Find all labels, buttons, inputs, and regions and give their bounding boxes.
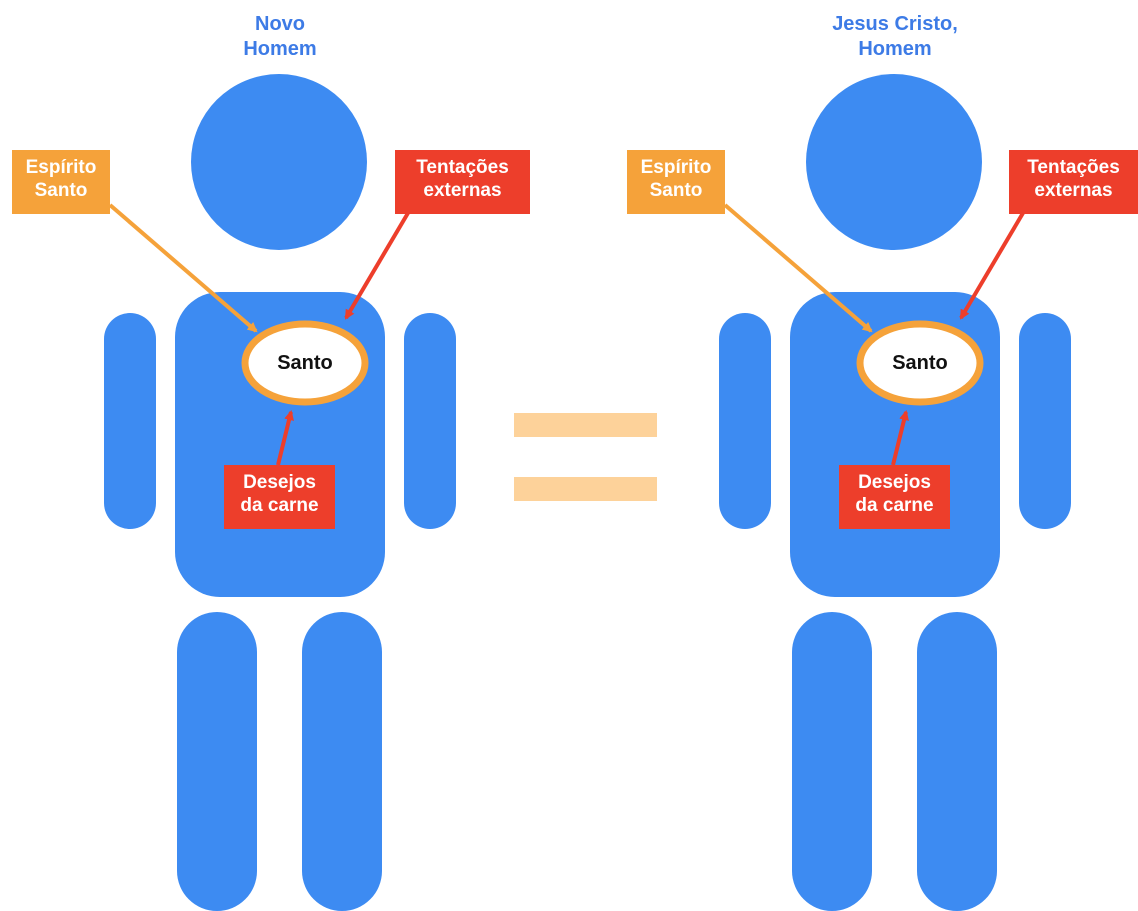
left-leg-right [792, 612, 872, 911]
flesh-arrow-left [276, 410, 294, 466]
core-label-right: Santo [892, 352, 948, 374]
head-left [191, 74, 367, 250]
figure-right [719, 74, 1071, 911]
figure-title-right: Jesus Cristo, Homem [832, 13, 958, 60]
left-arm-left [104, 313, 156, 529]
left-leg-left [177, 612, 257, 911]
flesh-label-right: Desejos da carne [839, 465, 950, 529]
head-right [806, 74, 982, 250]
right-arm-right [1019, 313, 1071, 529]
holy-core-left [241, 320, 369, 406]
right-leg-left [302, 612, 382, 911]
core-label-left: Santo [277, 352, 333, 374]
equals-bar-top [514, 413, 657, 437]
temptation-arrow-right [959, 211, 1025, 320]
spirit-label-left: Espírito Santo [12, 150, 110, 214]
temptation-arrow-left [344, 211, 410, 320]
equals-bar-bottom [514, 477, 657, 501]
flesh-arrow-right [891, 410, 909, 466]
spirit-arrow-right [723, 203, 873, 333]
temptation-label-left: Tentações externas [395, 150, 530, 214]
right-leg-right [917, 612, 997, 911]
right-arm-left [404, 313, 456, 529]
flesh-label-left: Desejos da carne [224, 465, 335, 529]
left-arm-right [719, 313, 771, 529]
spirit-label-right: Espírito Santo [627, 150, 725, 214]
figure-title-left: Novo Homem [243, 13, 317, 60]
holy-core-right [856, 320, 984, 406]
temptation-label-right: Tentações externas [1009, 150, 1138, 214]
equals-sign-icon [514, 413, 657, 501]
spirit-arrow-left [108, 203, 258, 333]
